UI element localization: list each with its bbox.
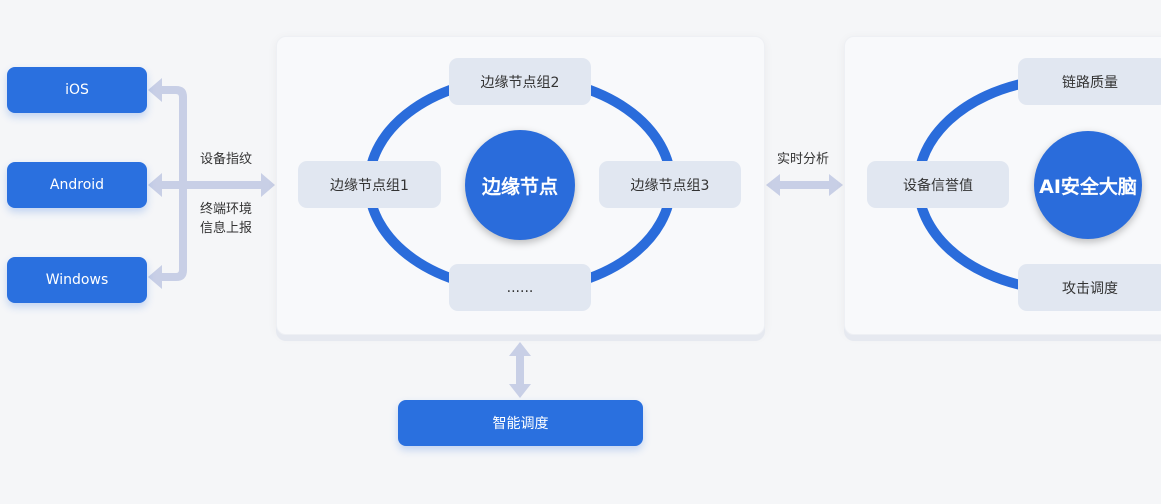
label-env-line1: 终端环境 (200, 202, 253, 217)
edge-node-center[interactable]: 边缘节点 (465, 130, 575, 240)
arrowhead-android (148, 173, 162, 197)
arrowhead-edge (261, 173, 275, 197)
edge-group-1[interactable]: 边缘节点组1 (298, 161, 441, 208)
arrowhead-left (766, 174, 780, 196)
brain-item-link-quality[interactable]: 链路质量 (1018, 58, 1161, 105)
brain-item-device-reputation[interactable]: 设备信誉值 (867, 161, 1009, 208)
label-device-fingerprint: 设备指纹 (200, 152, 253, 167)
edge-group-more[interactable]: ...... (449, 264, 591, 311)
ai-brain-center[interactable]: AI安全大脑 (1034, 131, 1142, 239)
brain-item-attack-dispatch[interactable]: 攻击调度 (1018, 264, 1161, 311)
label-env-line2: 信息上报 (200, 221, 253, 236)
horizontal-arrow (160, 181, 262, 189)
arrowhead-down (509, 384, 531, 398)
client-ios[interactable]: iOS (7, 67, 147, 113)
arrowhead-right (829, 174, 843, 196)
arrowhead-ios (148, 78, 162, 102)
bracket-line (160, 86, 187, 281)
client-windows[interactable]: Windows (7, 257, 147, 303)
arrowhead-up (509, 342, 531, 356)
edge-group-2[interactable]: 边缘节点组2 (449, 58, 591, 105)
arrowhead-windows (148, 265, 162, 289)
label-realtime-analysis: 实时分析 (777, 152, 830, 167)
smart-scheduling-button[interactable]: 智能调度 (398, 400, 643, 446)
edge-group-3[interactable]: 边缘节点组3 (599, 161, 741, 208)
client-android[interactable]: Android (7, 162, 147, 208)
